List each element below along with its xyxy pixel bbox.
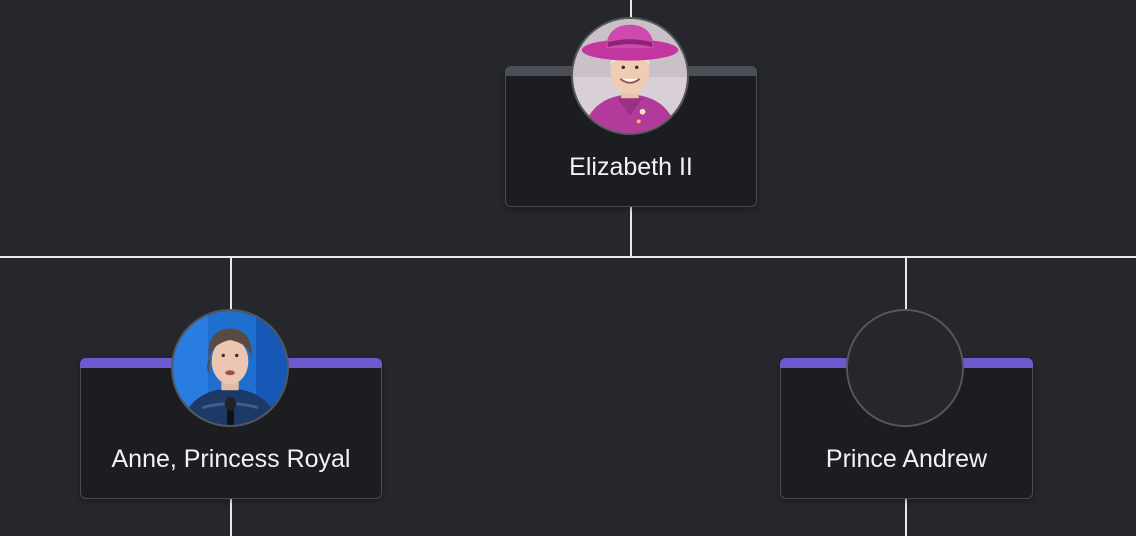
connector-horizontal-bar: [0, 256, 1136, 258]
node-name: Prince Andrew: [825, 445, 988, 473]
connector-right-child-down: [905, 498, 907, 536]
photo-portrait-icon: [573, 19, 687, 133]
avatar-elizabeth-ii[interactable]: [571, 17, 689, 135]
connector-left-child-down: [230, 498, 232, 536]
connector-root-top: [630, 0, 632, 18]
node-name: Anne, Princess Royal: [111, 445, 351, 473]
node-name: Elizabeth II: [569, 153, 693, 181]
connector-left-child-up: [230, 256, 232, 310]
photo-portrait-icon: [173, 311, 287, 425]
avatar-prince-andrew[interactable]: [846, 309, 964, 427]
empty-avatar-placeholder-icon: [848, 311, 962, 425]
avatar-anne-princess-royal[interactable]: [171, 309, 289, 427]
connector-root-down: [630, 207, 632, 258]
connector-right-child-up: [905, 256, 907, 310]
